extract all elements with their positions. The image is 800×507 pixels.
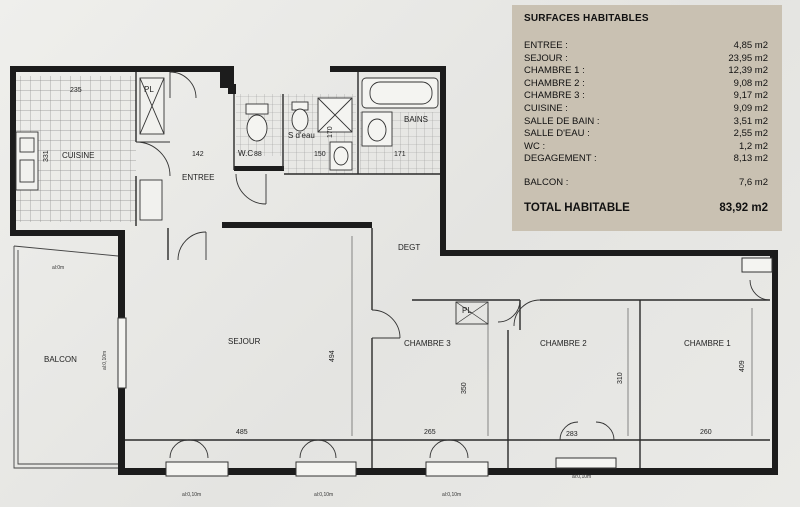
total-value: 83,92 m2 [719,201,768,214]
surfaces-title: SURFACES HABITABLES [524,13,649,24]
label-wc: W.C [238,149,253,158]
balcony-outline [13,245,119,469]
surface-name: WC : [524,140,546,152]
label-entree: ENTREE [182,173,214,182]
sill-note-2: al:0,10m [314,492,333,498]
surface-value: 8,13 m2 [733,153,768,165]
dim-sdeau-side: 170 [327,126,334,138]
dimension-lines [351,236,753,436]
dim-ch1-width: 260 [700,429,712,436]
balcony-row: BALCON : 7,6 m2 [524,177,772,190]
dim-bains: 171 [394,151,406,158]
dim-cuisine-top: 235 [70,87,82,94]
label-pl-kitchen: PL [144,85,154,94]
total-row: TOTAL HABITABLE 83,92 m2 [524,202,772,215]
surface-row: CHAMBRE 1 : 12,39 m2 [524,65,772,78]
label-degt: DEGT [398,243,420,252]
surface-value: 9,17 m2 [733,90,768,102]
surface-name: SALLE DE BAIN : [524,115,600,127]
surface-row: ENTREE : 4,85 m2 [524,40,772,53]
kitchen-fixtures [15,77,165,221]
surface-name: CHAMBRE 1 : [524,65,585,77]
surface-row: DEGAGEMENT : 8,13 m2 [524,153,772,166]
surfaces-list: ENTREE : 4,85 m2 SEJOUR : 23,95 m2 CHAMBRE… [524,40,772,166]
label-chambre1: CHAMBRE 1 [684,339,731,348]
surface-row: SALLE DE BAIN : 3,51 m2 [524,116,772,129]
sill-note-1: al:0,10m [182,492,201,498]
pl-box-chambre3 [455,301,489,325]
dim-sejour-width: 485 [236,429,248,436]
wc-toilet [245,103,269,142]
surface-value: 9,09 m2 [733,102,768,114]
dim-ch1-height: 409 [739,360,746,372]
windows [117,257,773,477]
surface-value: 9,08 m2 [733,77,768,89]
surface-name: SEJOUR : [524,52,568,64]
dim-ch2-height: 310 [617,372,624,384]
label-chambre2: CHAMBRE 2 [540,339,587,348]
label-balcon: BALCON [44,355,77,364]
surface-row: SEJOUR : 23,95 m2 [524,53,772,66]
surface-name: CUISINE : [524,102,568,114]
balcony-value: 7,6 m2 [738,176,768,188]
surface-value: 3,51 m2 [733,115,768,127]
surface-value: 12,39 m2 [728,65,768,77]
sill-note-5: al:0,10m [102,351,108,370]
label-sdeau: S d'eau [288,131,315,140]
sill-note-6: al:0m [52,265,64,271]
sill-note-3: al:0,10m [442,492,461,498]
balcony-name: BALCON : [524,176,569,188]
dim-ch3-height: 350 [461,382,468,394]
dim-entree: 142 [192,151,204,158]
dim-wc: 88 [254,151,262,158]
interior-walls [125,72,770,468]
surface-row: CHAMBRE 3 : 9,17 m2 [524,90,772,103]
label-pl-chambre3: PL [462,306,472,315]
surface-name: SALLE D'EAU : [524,128,590,140]
surface-row: WC : 1,2 m2 [524,141,772,154]
surface-row: SALLE D'EAU : 2,55 m2 [524,128,772,141]
dim-ch3-width: 265 [424,429,436,436]
surface-name: CHAMBRE 3 : [524,90,585,102]
dim-cuisine-side: 331 [43,150,50,162]
surface-value: 4,85 m2 [733,40,768,51]
label-sejour: SEJOUR [228,337,261,346]
surface-row: CUISINE : 9,09 m2 [524,103,772,116]
dim-sdeau: 150 [314,151,326,158]
dim-ch2-width: 283 [566,431,578,438]
surface-row: CHAMBRE 2 : 9,08 m2 [524,78,772,91]
surfaces-table: SURFACES HABITABLES ENTREE : 4,85 m2 SEJO… [512,5,782,231]
label-chambre3: CHAMBRE 3 [404,339,451,348]
sill-note-4: al:0,10m [572,474,591,480]
shower-fixtures [291,97,353,171]
bathroom-fixtures [361,77,439,147]
surface-value: 1,2 m2 [738,140,768,152]
surface-name: DEGAGEMENT : [524,153,597,165]
door-swings [135,71,771,459]
label-cuisine: CUISINE [62,151,94,160]
label-bains: BAINS [404,115,428,124]
total-name: TOTAL HABITABLE [524,201,630,214]
surface-name: ENTREE : [524,40,568,51]
surface-value: 23,95 m2 [728,52,768,64]
dim-sejour-height: 494 [329,350,336,362]
surface-value: 2,55 m2 [733,128,768,140]
surface-name: CHAMBRE 2 : [524,77,585,89]
